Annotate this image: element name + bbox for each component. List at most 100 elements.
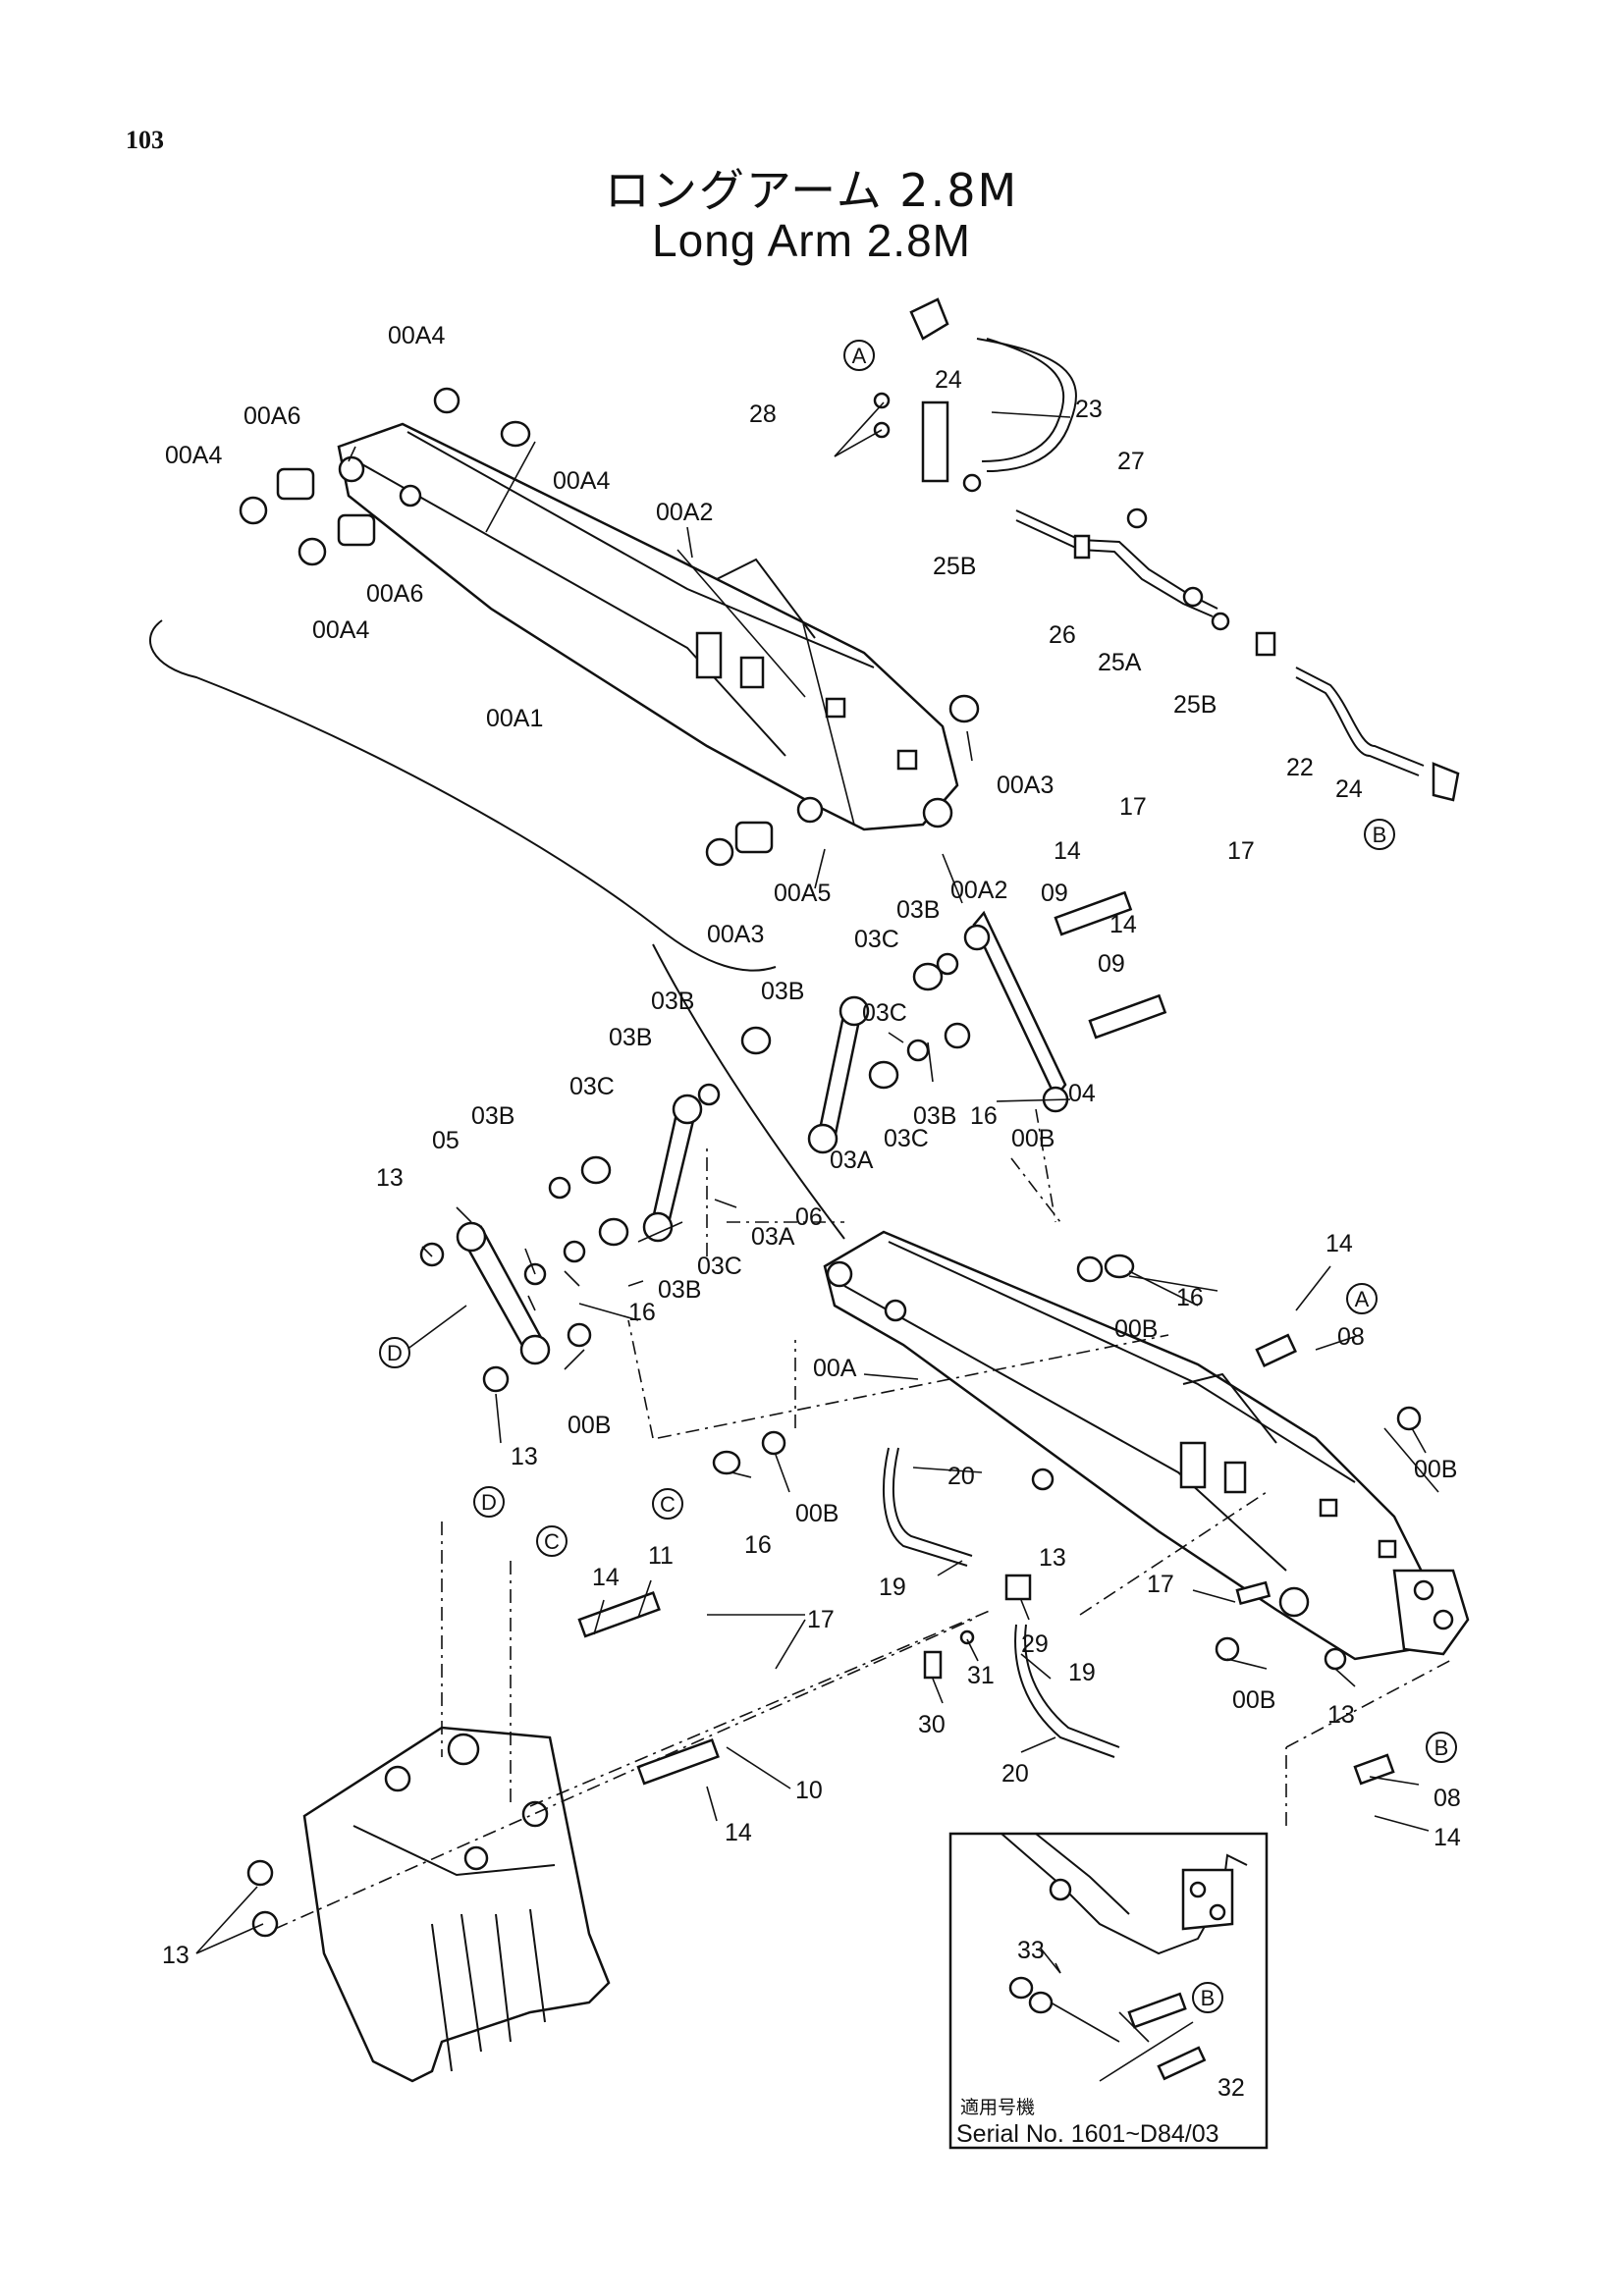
part-label: 32	[1217, 2074, 1245, 2102]
part-label: 25B	[933, 553, 976, 580]
part-label: 03B	[609, 1024, 652, 1051]
part-label: 17	[1119, 793, 1147, 821]
part-label: 26	[1049, 621, 1076, 649]
part-label: 00A1	[486, 705, 543, 732]
part-label: 03C	[697, 1253, 742, 1280]
part-label: 30	[918, 1711, 946, 1738]
inset-serial-number: Serial No. 1601~D84/03	[956, 2120, 1219, 2148]
part-label: 09	[1098, 950, 1125, 978]
title-japanese: ロングアーム 2.8M	[604, 164, 1019, 217]
part-label: 13	[376, 1164, 404, 1192]
part-label: 14	[1109, 911, 1137, 938]
part-label: 03B	[651, 988, 694, 1015]
part-label: 10	[795, 1777, 823, 1804]
part-label: 00B	[1011, 1125, 1055, 1152]
part-label: 00A4	[312, 616, 369, 644]
part-label: 03C	[884, 1125, 929, 1152]
part-label: 13	[1327, 1701, 1355, 1729]
part-label: 00A4	[165, 442, 222, 469]
part-label: 03A	[830, 1147, 874, 1174]
part-label: 00A4	[388, 322, 445, 349]
part-label: 00A4	[553, 467, 610, 495]
callout-letter: B	[1373, 823, 1387, 847]
part-label: 29	[1021, 1630, 1049, 1658]
part-label: 00A	[813, 1355, 857, 1382]
part-label: 24	[1335, 775, 1363, 803]
part-label: 03B	[761, 978, 804, 1005]
part-label: 25B	[1173, 691, 1217, 719]
part-label: 08	[1434, 1785, 1461, 1812]
lower-bushings	[712, 1254, 1422, 1786]
part-labels: 00A4 00A6 00A4 00A4 00A6 00A4 00A2 00A1 …	[162, 322, 1461, 2102]
part-label: 16	[1176, 1284, 1204, 1311]
part-label: 03A	[751, 1223, 795, 1251]
part-label: 00A6	[243, 402, 300, 430]
part-label: 03B	[658, 1276, 701, 1304]
part-label: 16	[970, 1102, 998, 1130]
part-label: 25A	[1098, 649, 1142, 676]
part-label: 09	[1041, 880, 1068, 907]
lower-hoses	[883, 1447, 1120, 1758]
callout-letter: C	[544, 1529, 560, 1554]
part-label: 24	[935, 366, 962, 394]
part-label: 08	[1337, 1323, 1365, 1351]
part-label: 22	[1286, 754, 1314, 781]
part-label: 13	[1039, 1544, 1066, 1572]
part-label: 11	[648, 1542, 674, 1570]
part-label: 00B	[1414, 1456, 1457, 1483]
callout-letter: B	[1434, 1735, 1449, 1760]
part-label: 20	[947, 1463, 975, 1490]
part-label: 00B	[568, 1412, 611, 1439]
part-label: 05	[432, 1127, 460, 1154]
part-label: 14	[592, 1564, 620, 1591]
callout-letter: D	[481, 1490, 497, 1515]
inset-box	[948, 1832, 1269, 2150]
callout-letter: A	[1355, 1287, 1370, 1311]
upper-arm	[337, 422, 959, 831]
part-label: 19	[1068, 1659, 1096, 1686]
part-label: 14	[1054, 837, 1081, 865]
callout-letter: C	[660, 1492, 676, 1517]
part-label: 00A5	[774, 880, 831, 907]
part-label: 14	[725, 1819, 752, 1846]
part-label: 27	[1117, 448, 1145, 475]
upper-bushings	[239, 387, 980, 867]
link-assembly	[419, 890, 1167, 1786]
part-label: 03C	[862, 999, 907, 1027]
callout-letter: A	[852, 344, 867, 368]
part-label: 03B	[896, 896, 940, 924]
part-label: 00B	[1114, 1315, 1158, 1343]
leader-lines	[195, 401, 1439, 2077]
part-label: 13	[162, 1942, 189, 1969]
part-label: 28	[749, 400, 777, 428]
lower-arm	[823, 1230, 1470, 1661]
page-number: 103	[126, 126, 164, 154]
part-label: 03C	[854, 926, 899, 953]
part-label: 03B	[913, 1102, 956, 1130]
part-label: 33	[1017, 1937, 1045, 1964]
part-label: 04	[1068, 1080, 1096, 1107]
part-label: 00B	[1232, 1686, 1275, 1714]
part-label: 17	[1147, 1571, 1174, 1598]
inset-applicable-label: 適用号機	[960, 2097, 1035, 2118]
part-label: 31	[967, 1662, 995, 1689]
bucket	[246, 1726, 611, 2083]
alignment-lines	[274, 1108, 1454, 1930]
callout-letter: B	[1201, 1986, 1216, 2010]
title-english: Long Arm 2.8M	[652, 215, 971, 266]
part-label: 17	[1227, 837, 1255, 865]
part-label: 00A2	[950, 877, 1007, 904]
part-label: 20	[1001, 1760, 1029, 1788]
part-label: 00A3	[707, 921, 764, 948]
part-label: 19	[879, 1574, 906, 1601]
part-label: 14	[1434, 1824, 1461, 1851]
part-label: 06	[795, 1203, 823, 1231]
part-label: 03C	[569, 1073, 615, 1100]
callout-letter: D	[387, 1341, 403, 1365]
part-label: 23	[1075, 396, 1103, 423]
boom-outline	[149, 619, 845, 1240]
part-label: 14	[1325, 1230, 1353, 1257]
part-label: 00A6	[366, 580, 423, 608]
part-label: 00A3	[997, 772, 1054, 799]
